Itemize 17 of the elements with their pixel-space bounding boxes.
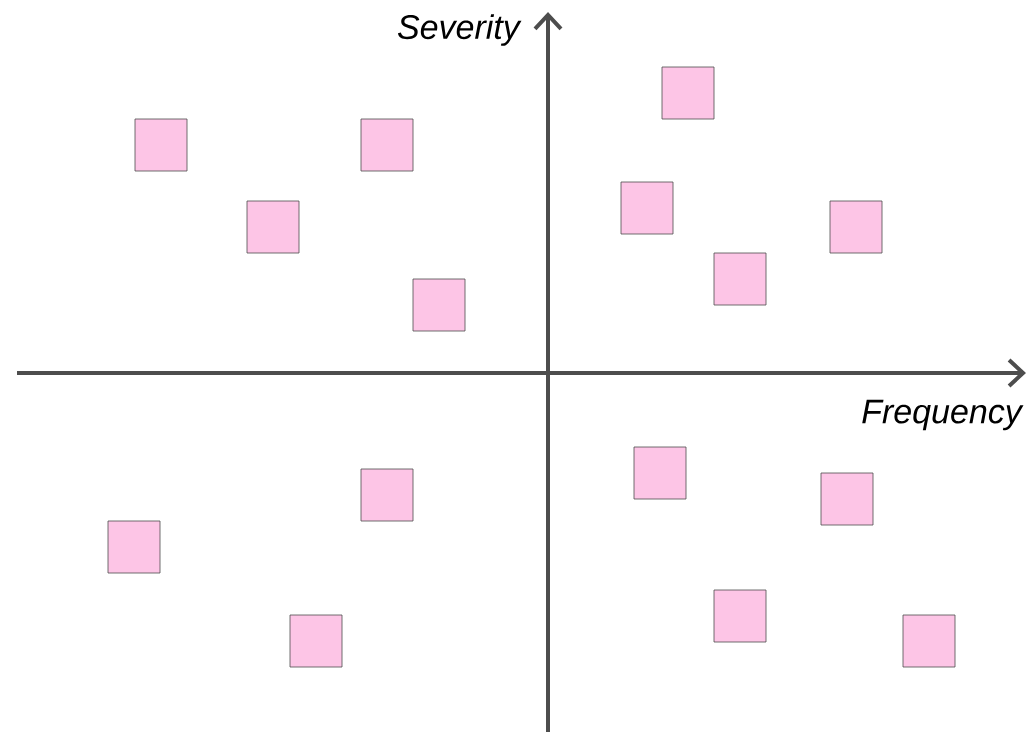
sticky-note [107, 520, 161, 574]
sticky-note [820, 472, 874, 526]
sticky-note [289, 614, 343, 668]
sticky-note [412, 278, 466, 332]
sticky-note [661, 66, 715, 120]
sticky-note [713, 252, 767, 306]
sticky-note [902, 614, 956, 668]
axis-label: Frequency [862, 399, 1024, 431]
sticky-note [829, 200, 883, 254]
sticky-note [134, 118, 188, 172]
sticky-note [360, 468, 414, 522]
sticky-note [713, 589, 767, 643]
sticky-note [360, 118, 414, 172]
sticky-note [246, 200, 300, 254]
sticky-note [633, 446, 687, 500]
axis-label: Severity [397, 14, 522, 46]
sticky-note [620, 181, 674, 235]
